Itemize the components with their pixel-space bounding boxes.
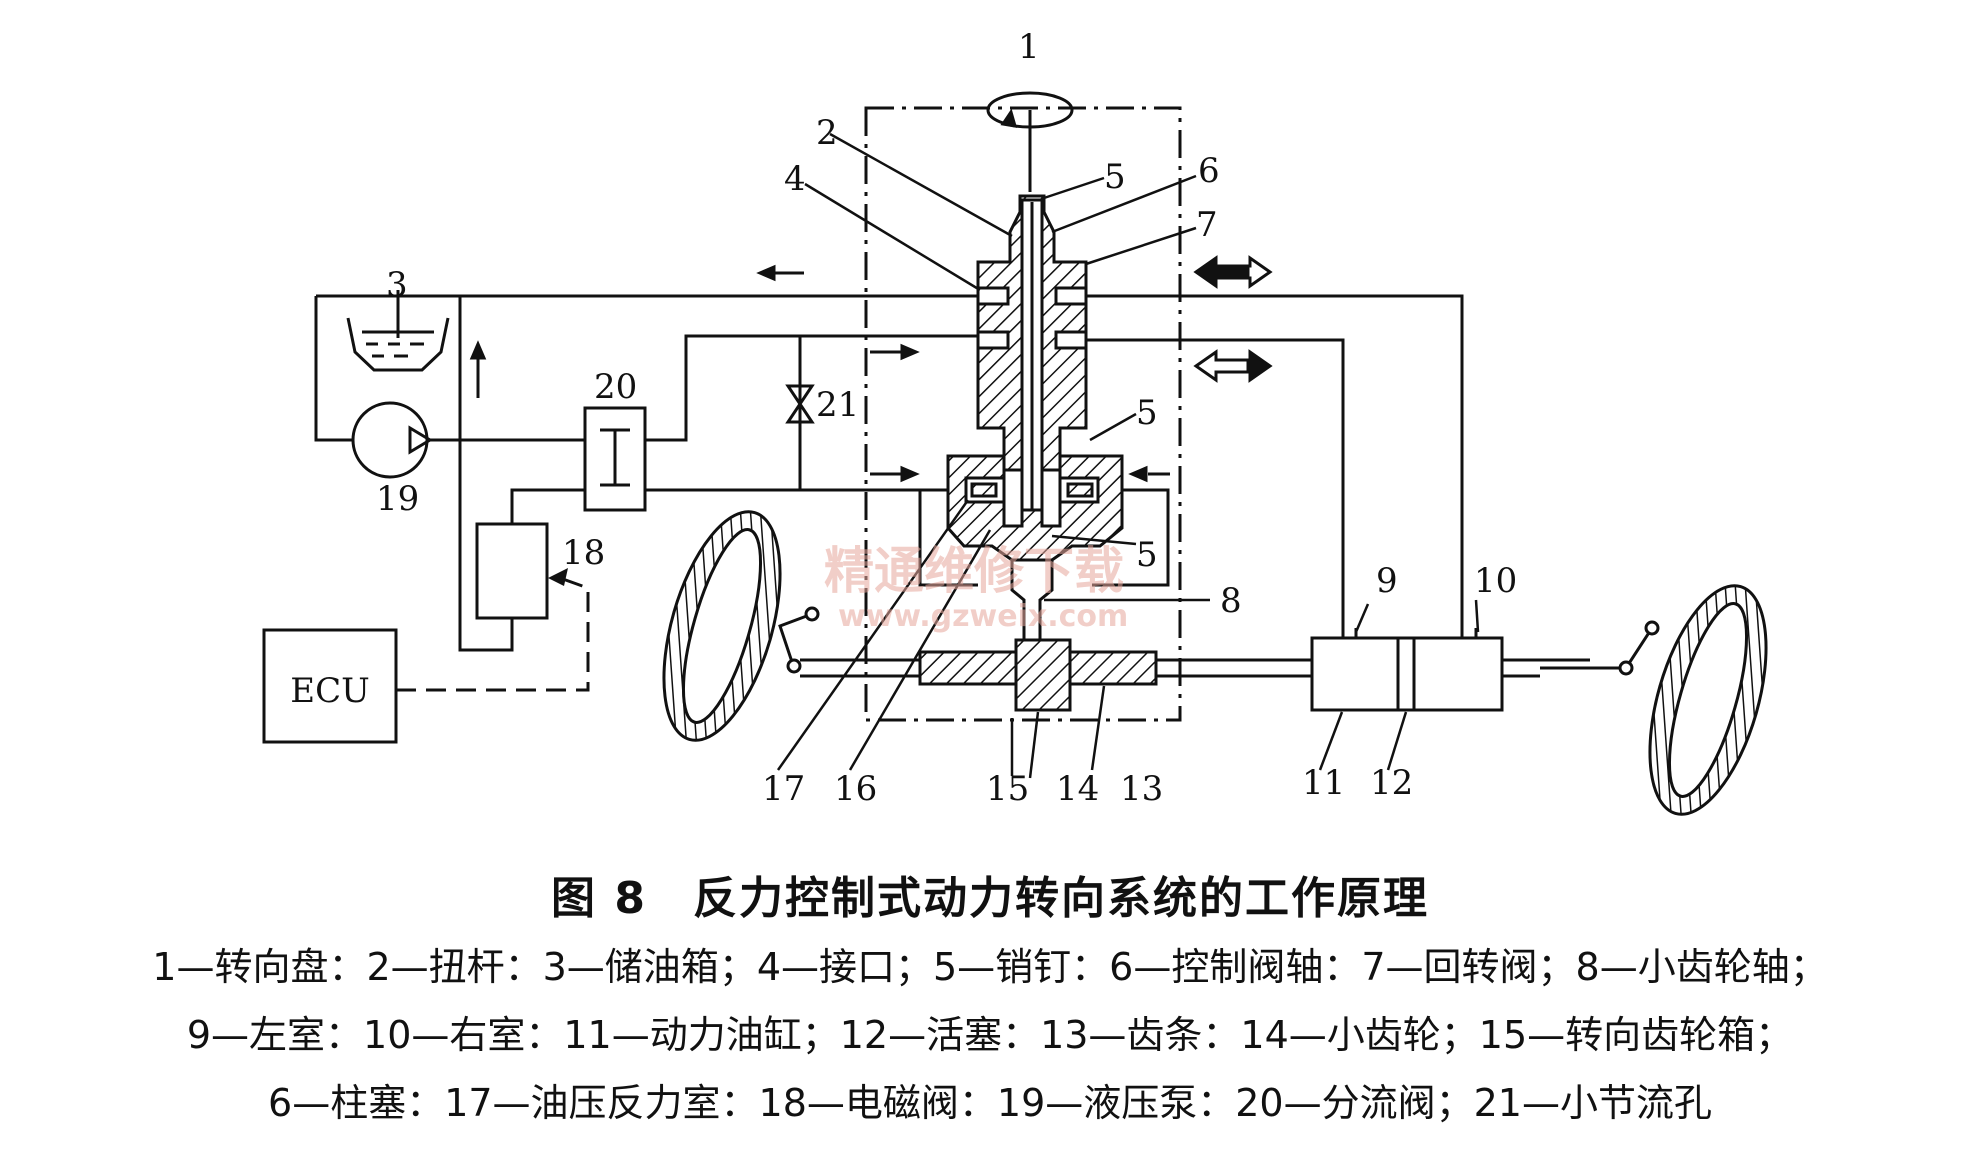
small-throttle-orifice [785, 384, 815, 424]
flow-divider-valve [583, 406, 647, 512]
solenoid-valve [475, 522, 549, 620]
leader-lines [776, 132, 1480, 779]
steering-wheel-symbol [986, 91, 1074, 192]
watermark-url: www.gzweix.com [838, 599, 1128, 634]
label-21: 21 [816, 385, 859, 425]
label-5-mid: 5 [1136, 393, 1158, 433]
watermark-cn: 精通维修下载 [824, 542, 1124, 600]
label-2: 2 [816, 113, 838, 153]
flow-arrows [469, 264, 1170, 483]
figure-caption-title: 图 8 反力控制式动力转向系统的工作原理 [551, 873, 1429, 924]
label-19: 19 [376, 479, 419, 519]
rotary-valve-assembly [946, 194, 1124, 642]
label-14: 14 [1056, 769, 1099, 809]
label-9: 9 [1376, 561, 1398, 601]
label-17: 17 [762, 769, 805, 809]
label-15: 15 [986, 769, 1029, 809]
label-13: 13 [1120, 769, 1163, 809]
label-6: 6 [1198, 151, 1220, 191]
label-3: 3 [386, 265, 408, 305]
label-4: 4 [784, 159, 806, 199]
legend-line-2: 9—左室：10—右室：11—动力油缸；12—活塞：13—齿条：14—小齿轮；15… [186, 1013, 1794, 1057]
legend-line-3: 6—柱塞：17—油压反力室：18—电磁阀：19—液压泵：20—分流阀；21—小节… [268, 1081, 1712, 1125]
ecu-box [262, 628, 398, 744]
tie-rods [778, 606, 1660, 676]
double-arrow-lower [1193, 349, 1273, 383]
ecu-signal-arrowhead [548, 568, 568, 586]
ecu-signal-line [396, 576, 590, 692]
hydraulic-lines [314, 294, 1464, 652]
label-12: 12 [1370, 763, 1413, 803]
label-16: 16 [834, 769, 877, 809]
label-8: 8 [1220, 581, 1242, 621]
label-5-low: 5 [1136, 535, 1158, 575]
label-7: 7 [1196, 205, 1218, 245]
label-10: 10 [1474, 561, 1517, 601]
legend-line-1: 1—转向盘：2—扭杆：3—储油箱；4—接口；5—销钉：6—控制阀轴：7—回转阀；… [152, 945, 1828, 989]
left-wheel [662, 510, 782, 742]
power-cylinder [1310, 628, 1590, 712]
label-5-top: 5 [1104, 157, 1126, 197]
ecu-label: ECU [290, 671, 370, 711]
gear-box-outline [864, 106, 1182, 722]
label-18: 18 [562, 533, 605, 573]
hydraulic-pump [351, 401, 433, 479]
double-arrow-upper [1193, 255, 1273, 289]
part-number-labels: 1 2 4 5 6 7 3 20 21 5 19 18 5 8 9 10 17 … [376, 27, 1517, 809]
right-wheel [1648, 584, 1768, 816]
oil-reservoir [346, 290, 450, 372]
label-11: 11 [1302, 763, 1345, 803]
label-1: 1 [1018, 27, 1040, 67]
label-20: 20 [594, 367, 637, 407]
